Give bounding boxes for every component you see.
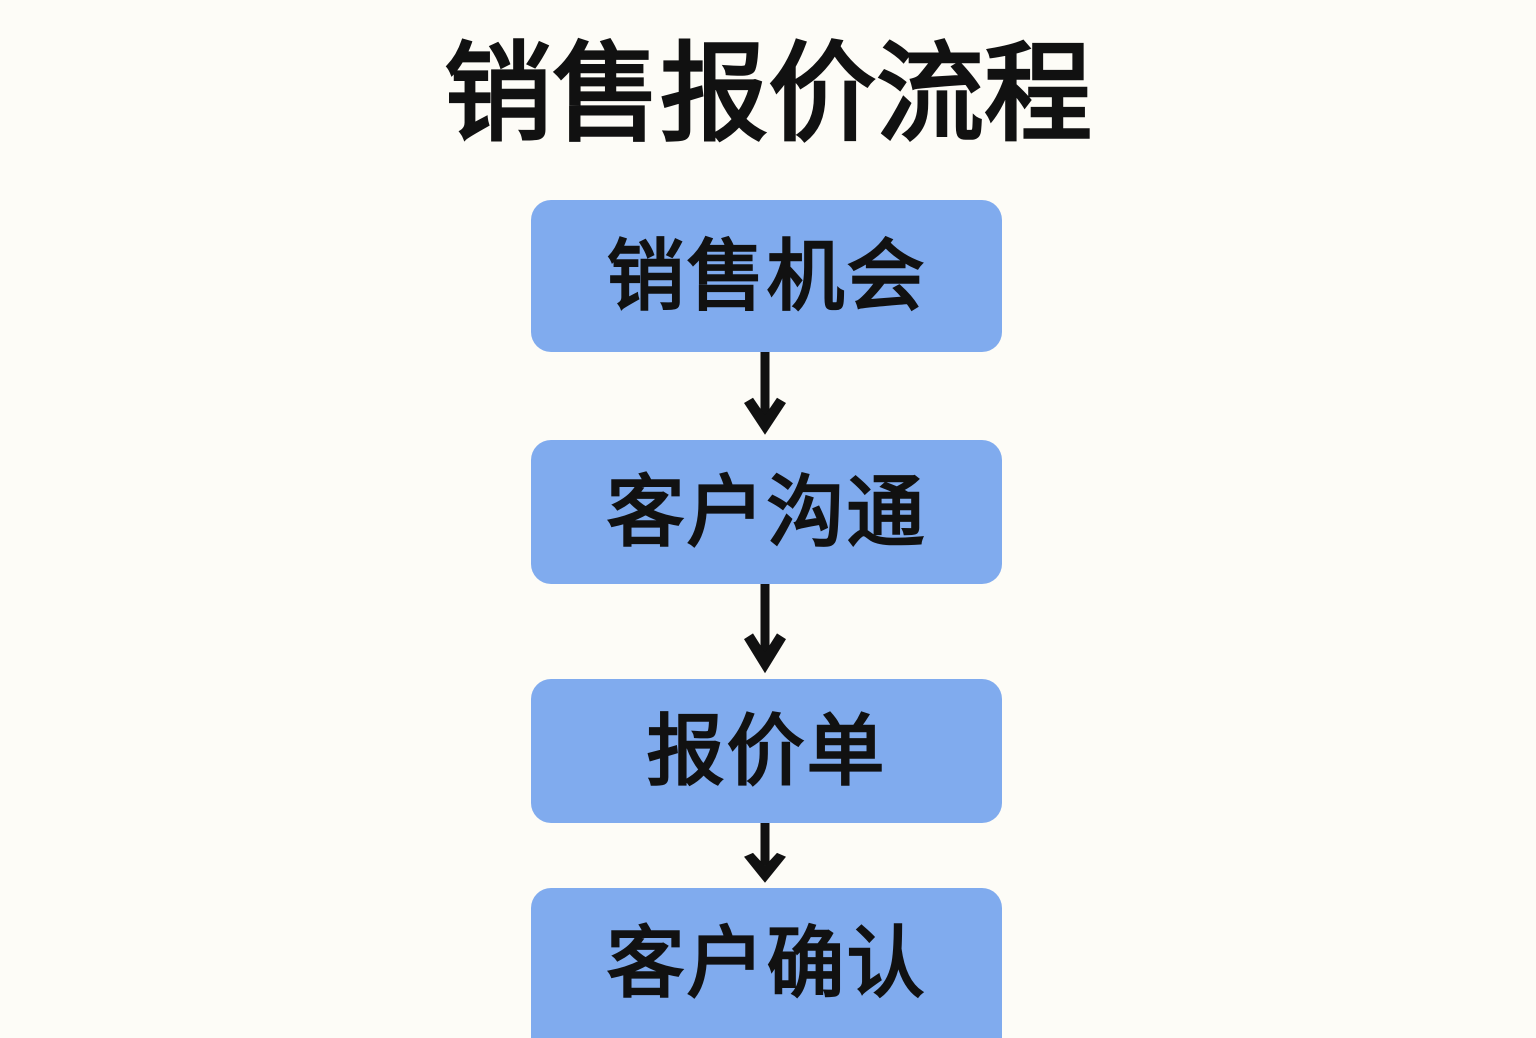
flow-node-sales-opportunity[interactable]: 销售机会 [531,200,1002,352]
down-arrow-icon [744,352,786,435]
flow-node-label: 客户确认 [606,919,927,1007]
flow-node-label: 客户沟通 [606,468,927,556]
page-title: 销售报价流程 [443,33,1092,154]
flow-node-label: 报价单 [646,707,887,795]
flow-arrow-3 [741,823,789,888]
flow-node-quotation[interactable]: 报价单 [531,679,1002,823]
flow-arrow-1 [741,352,789,440]
flow-arrow-2 [741,584,789,679]
flow-node-customer-communication[interactable]: 客户沟通 [531,440,1002,584]
down-arrow-icon [744,823,786,883]
flow-node-customer-confirmation[interactable]: 客户确认 [531,888,1002,1038]
flow-node-label: 销售机会 [606,232,927,320]
down-arrow-icon [744,584,786,674]
